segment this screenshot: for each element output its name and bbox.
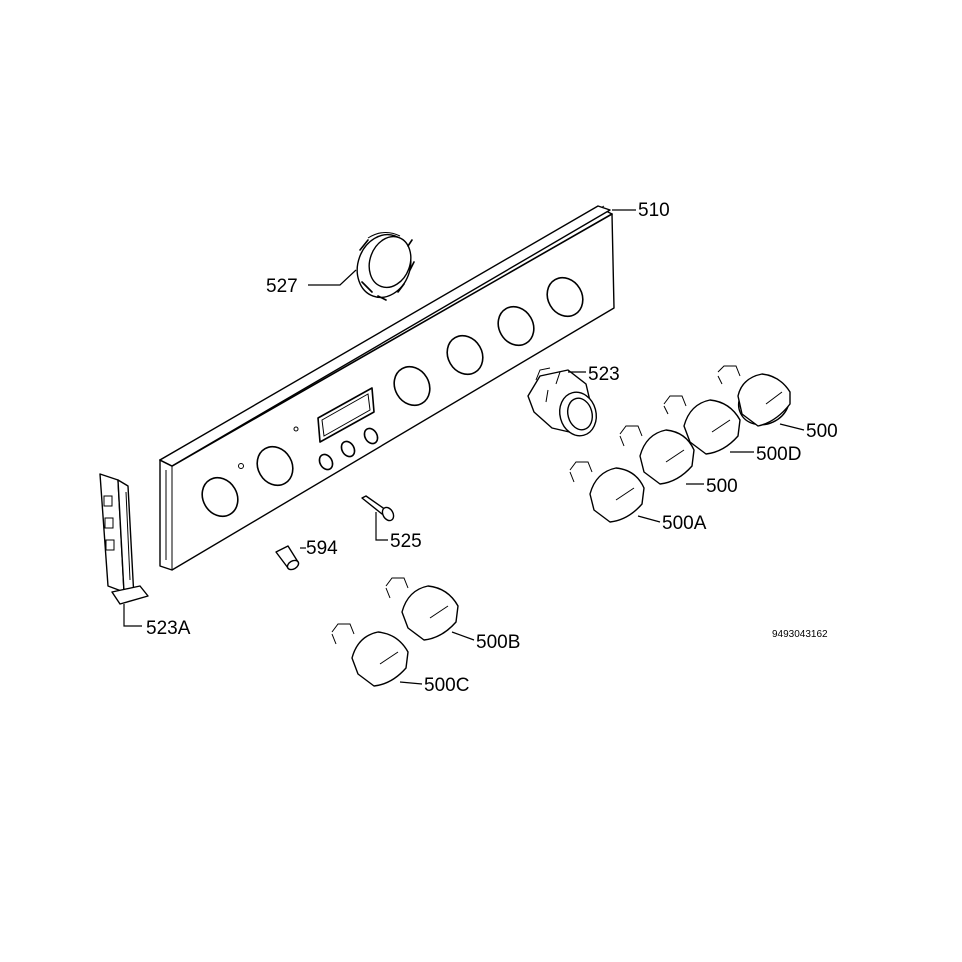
- drawing-number: 9493043162: [772, 629, 828, 640]
- knob-500c: [331, 623, 409, 687]
- label-500b: 500B: [476, 632, 520, 653]
- label-594: 594: [306, 538, 338, 559]
- knob-500-mid: [619, 425, 695, 485]
- control-panel-510: [159, 205, 615, 571]
- ring-527: [356, 232, 415, 301]
- label-523a: 523A: [146, 618, 191, 639]
- knob-500a: [569, 461, 645, 523]
- pin-594: [275, 545, 300, 571]
- label-523: 523: [588, 364, 620, 385]
- knob-500d: [663, 395, 741, 455]
- bracket-523a: [99, 473, 149, 605]
- label-500c: 500C: [424, 675, 469, 696]
- rod-525: [361, 495, 395, 522]
- label-500-top: 500: [806, 421, 838, 442]
- label-525: 525: [390, 531, 422, 552]
- knob-500b: [385, 577, 459, 641]
- label-500a: 500A: [662, 513, 707, 534]
- label-510: 510: [638, 200, 670, 221]
- knob-523: [527, 367, 597, 437]
- knob-500-top: [717, 365, 791, 427]
- label-500d: 500D: [756, 444, 801, 465]
- label-527: 527: [266, 276, 298, 297]
- label-500-mid: 500: [706, 476, 738, 497]
